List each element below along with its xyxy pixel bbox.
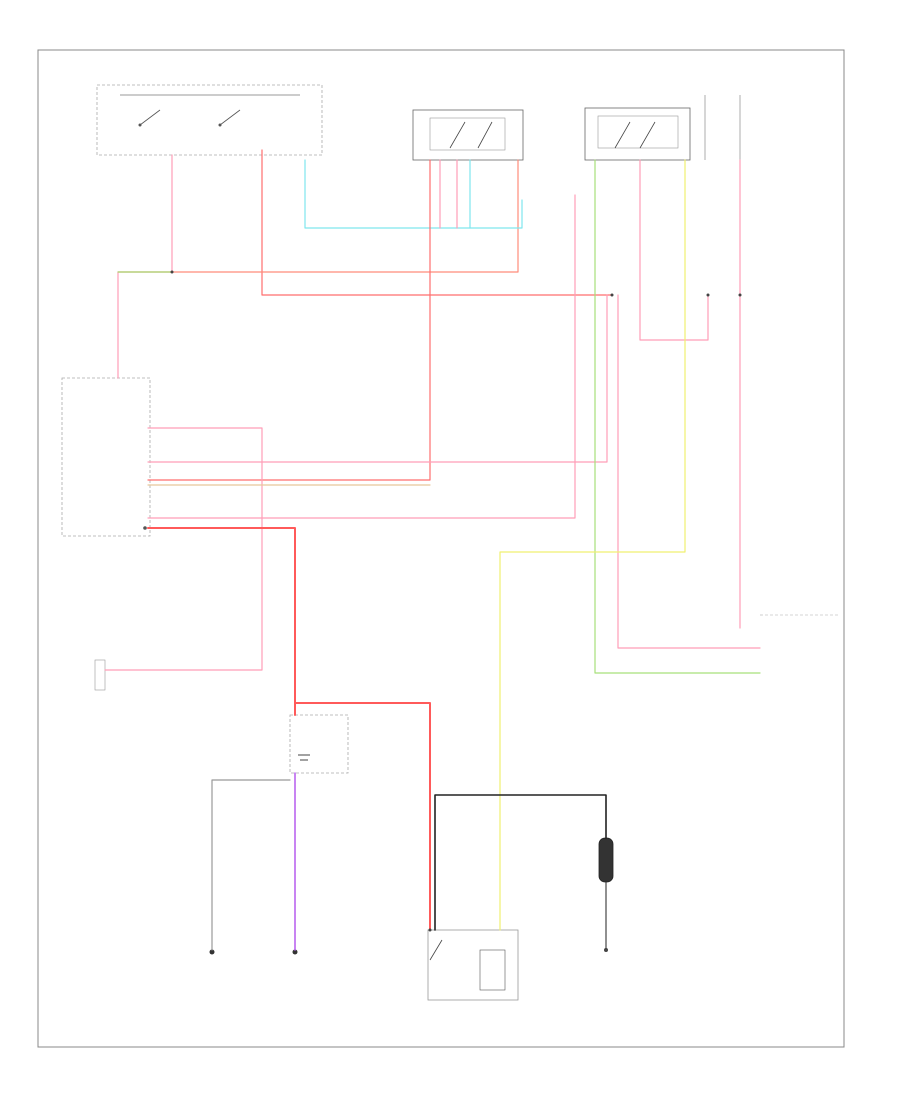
- starter: [427, 929, 519, 1001]
- ground-symbol-left: [209, 949, 215, 955]
- wire-red-starter-feed: [147, 527, 296, 716]
- wire-cyan: [304, 159, 523, 229]
- wire-red-relay-to-nss: [147, 159, 431, 481]
- wire-red-relay-bus: [117, 159, 519, 273]
- wire-red-battery-starter: [294, 702, 431, 931]
- wire-red-ign-bus: [261, 149, 613, 296]
- diagram-frame: [37, 49, 845, 1048]
- generator: [604, 948, 608, 952]
- wire-pink-nss-row2: [147, 294, 608, 463]
- wire-pink-nss-row4: [147, 194, 576, 519]
- wire-green-a: [594, 159, 761, 674]
- splice-points: [170, 270, 742, 932]
- fusible-link: [598, 837, 614, 883]
- neutral-safety-switch: [61, 377, 151, 537]
- wire-pink-ign-to-nss: [117, 154, 173, 379]
- wire-pink-nss-row1: [104, 427, 263, 671]
- wire-gray-ground: [211, 779, 291, 951]
- wire-pink-right-loop: [639, 159, 709, 341]
- ignition-switch: [96, 84, 323, 156]
- relay-box: [584, 95, 741, 161]
- wire-black-fusible: [434, 794, 607, 931]
- starter-relay: [412, 109, 524, 161]
- wire-yellow: [499, 159, 686, 931]
- battery: [289, 714, 349, 774]
- ground-symbol-right: [292, 949, 298, 955]
- wire-pink-trs: [617, 294, 761, 649]
- pcm-connector: [94, 659, 106, 691]
